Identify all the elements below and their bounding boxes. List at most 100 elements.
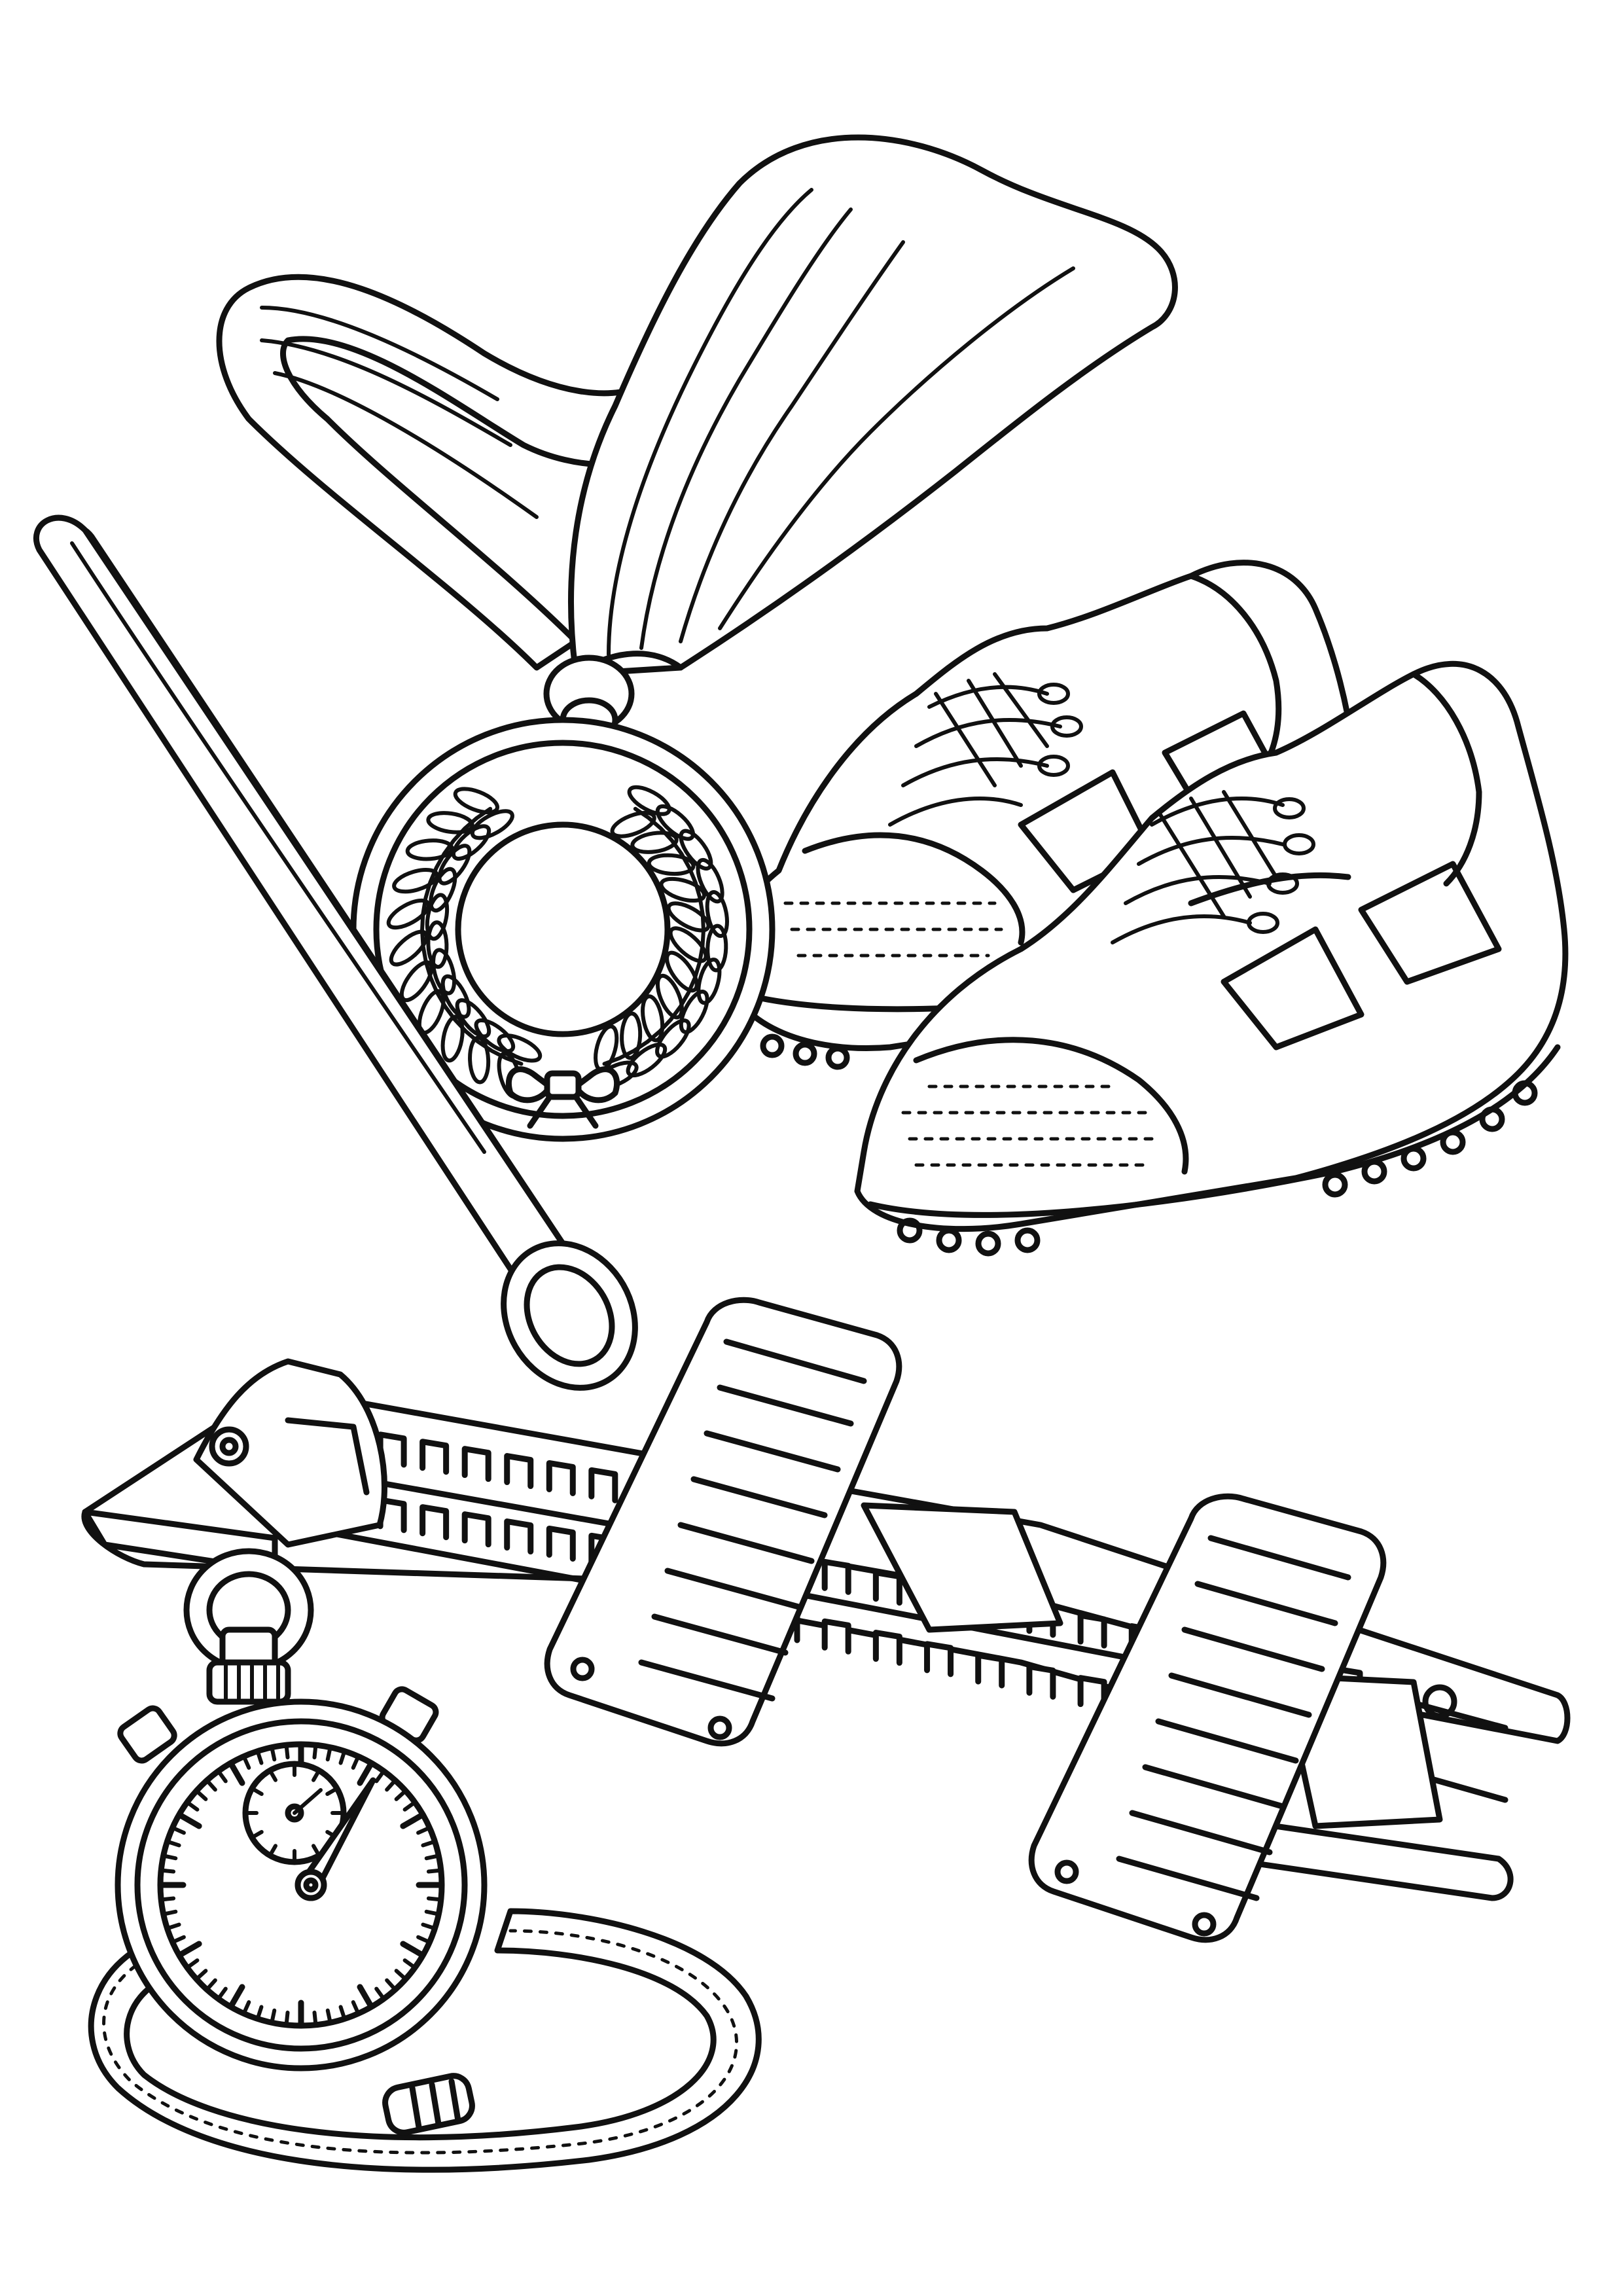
stopwatch-dial-ticks (159, 1743, 443, 2027)
rail-tooth (504, 1518, 534, 1555)
dial-tick (196, 1969, 208, 1980)
laurel-leaf (437, 844, 472, 886)
dial-tick (270, 2008, 277, 2023)
laurel-leaf (696, 857, 724, 904)
laurel-leaf (440, 1014, 465, 1063)
dial-tick (167, 1922, 181, 1930)
subdial-tick (325, 1787, 338, 1796)
laurel-leaf (696, 958, 722, 1005)
stopwatch-crown (183, 1548, 314, 1705)
laurel-leaf (705, 924, 728, 973)
dial-tick (256, 1751, 264, 1765)
dial-tick (217, 1770, 228, 1784)
subdial-tick (312, 1770, 320, 1782)
dial-tick (187, 1958, 200, 1969)
dial-tick (402, 1958, 416, 1969)
subdial-tick (251, 1830, 264, 1839)
laurel-leaf (470, 809, 514, 840)
dial-tick (312, 1745, 318, 1760)
stopwatch-hand (294, 1777, 376, 1901)
starting-block-pedal-left (544, 1297, 1063, 1747)
rail-end-cap-right (1221, 1684, 1514, 1901)
back-shoe-laces (888, 672, 1083, 827)
rail-tooth (461, 1511, 491, 1548)
dial-tick (270, 1747, 277, 1762)
relay-baton (33, 514, 638, 1391)
rail-tooth (546, 1525, 576, 1562)
dial-tick (426, 1896, 441, 1902)
dial-tick (421, 1922, 435, 1930)
laurel-leaf (679, 990, 709, 1034)
laurel-leaf (474, 1018, 516, 1054)
laurel-leaf (655, 1018, 691, 1059)
dial-tick (206, 1780, 217, 1792)
dial-tick (256, 2005, 264, 2019)
rail-tooth (975, 1652, 1005, 1689)
rail-end-cap-left (193, 1358, 387, 1548)
dial-tick (338, 1751, 346, 1765)
laurel-leaf (389, 929, 429, 967)
subdial-tick (312, 1844, 320, 1856)
dial-tick (196, 1790, 208, 1801)
laurel-leaf (392, 868, 439, 894)
laurel-leaf (610, 810, 656, 838)
laurel-leaf (497, 1033, 543, 1063)
dial-tick (416, 1826, 430, 1835)
rail-tooth (461, 1446, 491, 1482)
laurel-leaf (655, 973, 684, 1020)
rail-tooth (1077, 1612, 1107, 1649)
dial-tick (325, 1747, 332, 1762)
rail-tooth (504, 1453, 534, 1490)
rail-tooth (821, 1558, 851, 1595)
dial-tick (394, 1790, 406, 1801)
starting-block-pedal-right (1028, 1493, 1443, 1943)
dial-tick (163, 1909, 178, 1916)
dial-tick (400, 1941, 425, 1958)
laurel-leaf (630, 831, 679, 854)
medal (216, 134, 1178, 1142)
front-shoe-laces (1111, 790, 1315, 944)
laurel-wreath (386, 785, 729, 1099)
laurel-leaf (399, 960, 434, 1003)
stopwatch (88, 1548, 762, 2173)
dial-tick (177, 1941, 202, 1958)
dial-tick (228, 1984, 245, 2009)
laurel-leaf (659, 876, 707, 903)
laurel-leaf (665, 950, 699, 993)
laurel-leaf (468, 1035, 491, 1085)
dial-tick (312, 2010, 318, 2025)
laurel-leaf (429, 867, 457, 913)
dial-tick (424, 1909, 439, 1916)
subdial-tick (269, 1844, 277, 1856)
dial-tick (163, 1854, 178, 1861)
subdial-tick (269, 1770, 277, 1782)
rail-tooth (872, 1630, 902, 1666)
rail-tooth (872, 1570, 902, 1606)
dial-tick (206, 1978, 217, 1990)
laurel-leaf (426, 920, 449, 969)
front-shoe (854, 660, 1569, 1257)
medal-ribbon (216, 134, 1178, 677)
laurel-leaf (679, 829, 713, 871)
dial-tick (374, 1986, 385, 2000)
laurel-leaf (426, 811, 474, 834)
rail-tooth (924, 1641, 954, 1677)
dial-tick (172, 1826, 186, 1835)
dial-tick (416, 1935, 430, 1944)
dial-tick (161, 1868, 176, 1874)
dial-tick (284, 2010, 290, 2025)
rail-tooth (1026, 1663, 1056, 1700)
laurel-leaf (425, 893, 450, 941)
dial-tick (242, 2000, 251, 2014)
starting-blocks (81, 1297, 1571, 1943)
front-shoe-spikes (897, 1080, 1538, 1257)
laurel-leaf (440, 974, 471, 1019)
laurel-leaf (386, 898, 431, 930)
laurel-bow (505, 1066, 620, 1129)
rail-tooth (546, 1460, 576, 1496)
dial-tick (242, 1756, 251, 1770)
dial-tick (385, 1978, 396, 1990)
rail-tooth (419, 1439, 450, 1475)
